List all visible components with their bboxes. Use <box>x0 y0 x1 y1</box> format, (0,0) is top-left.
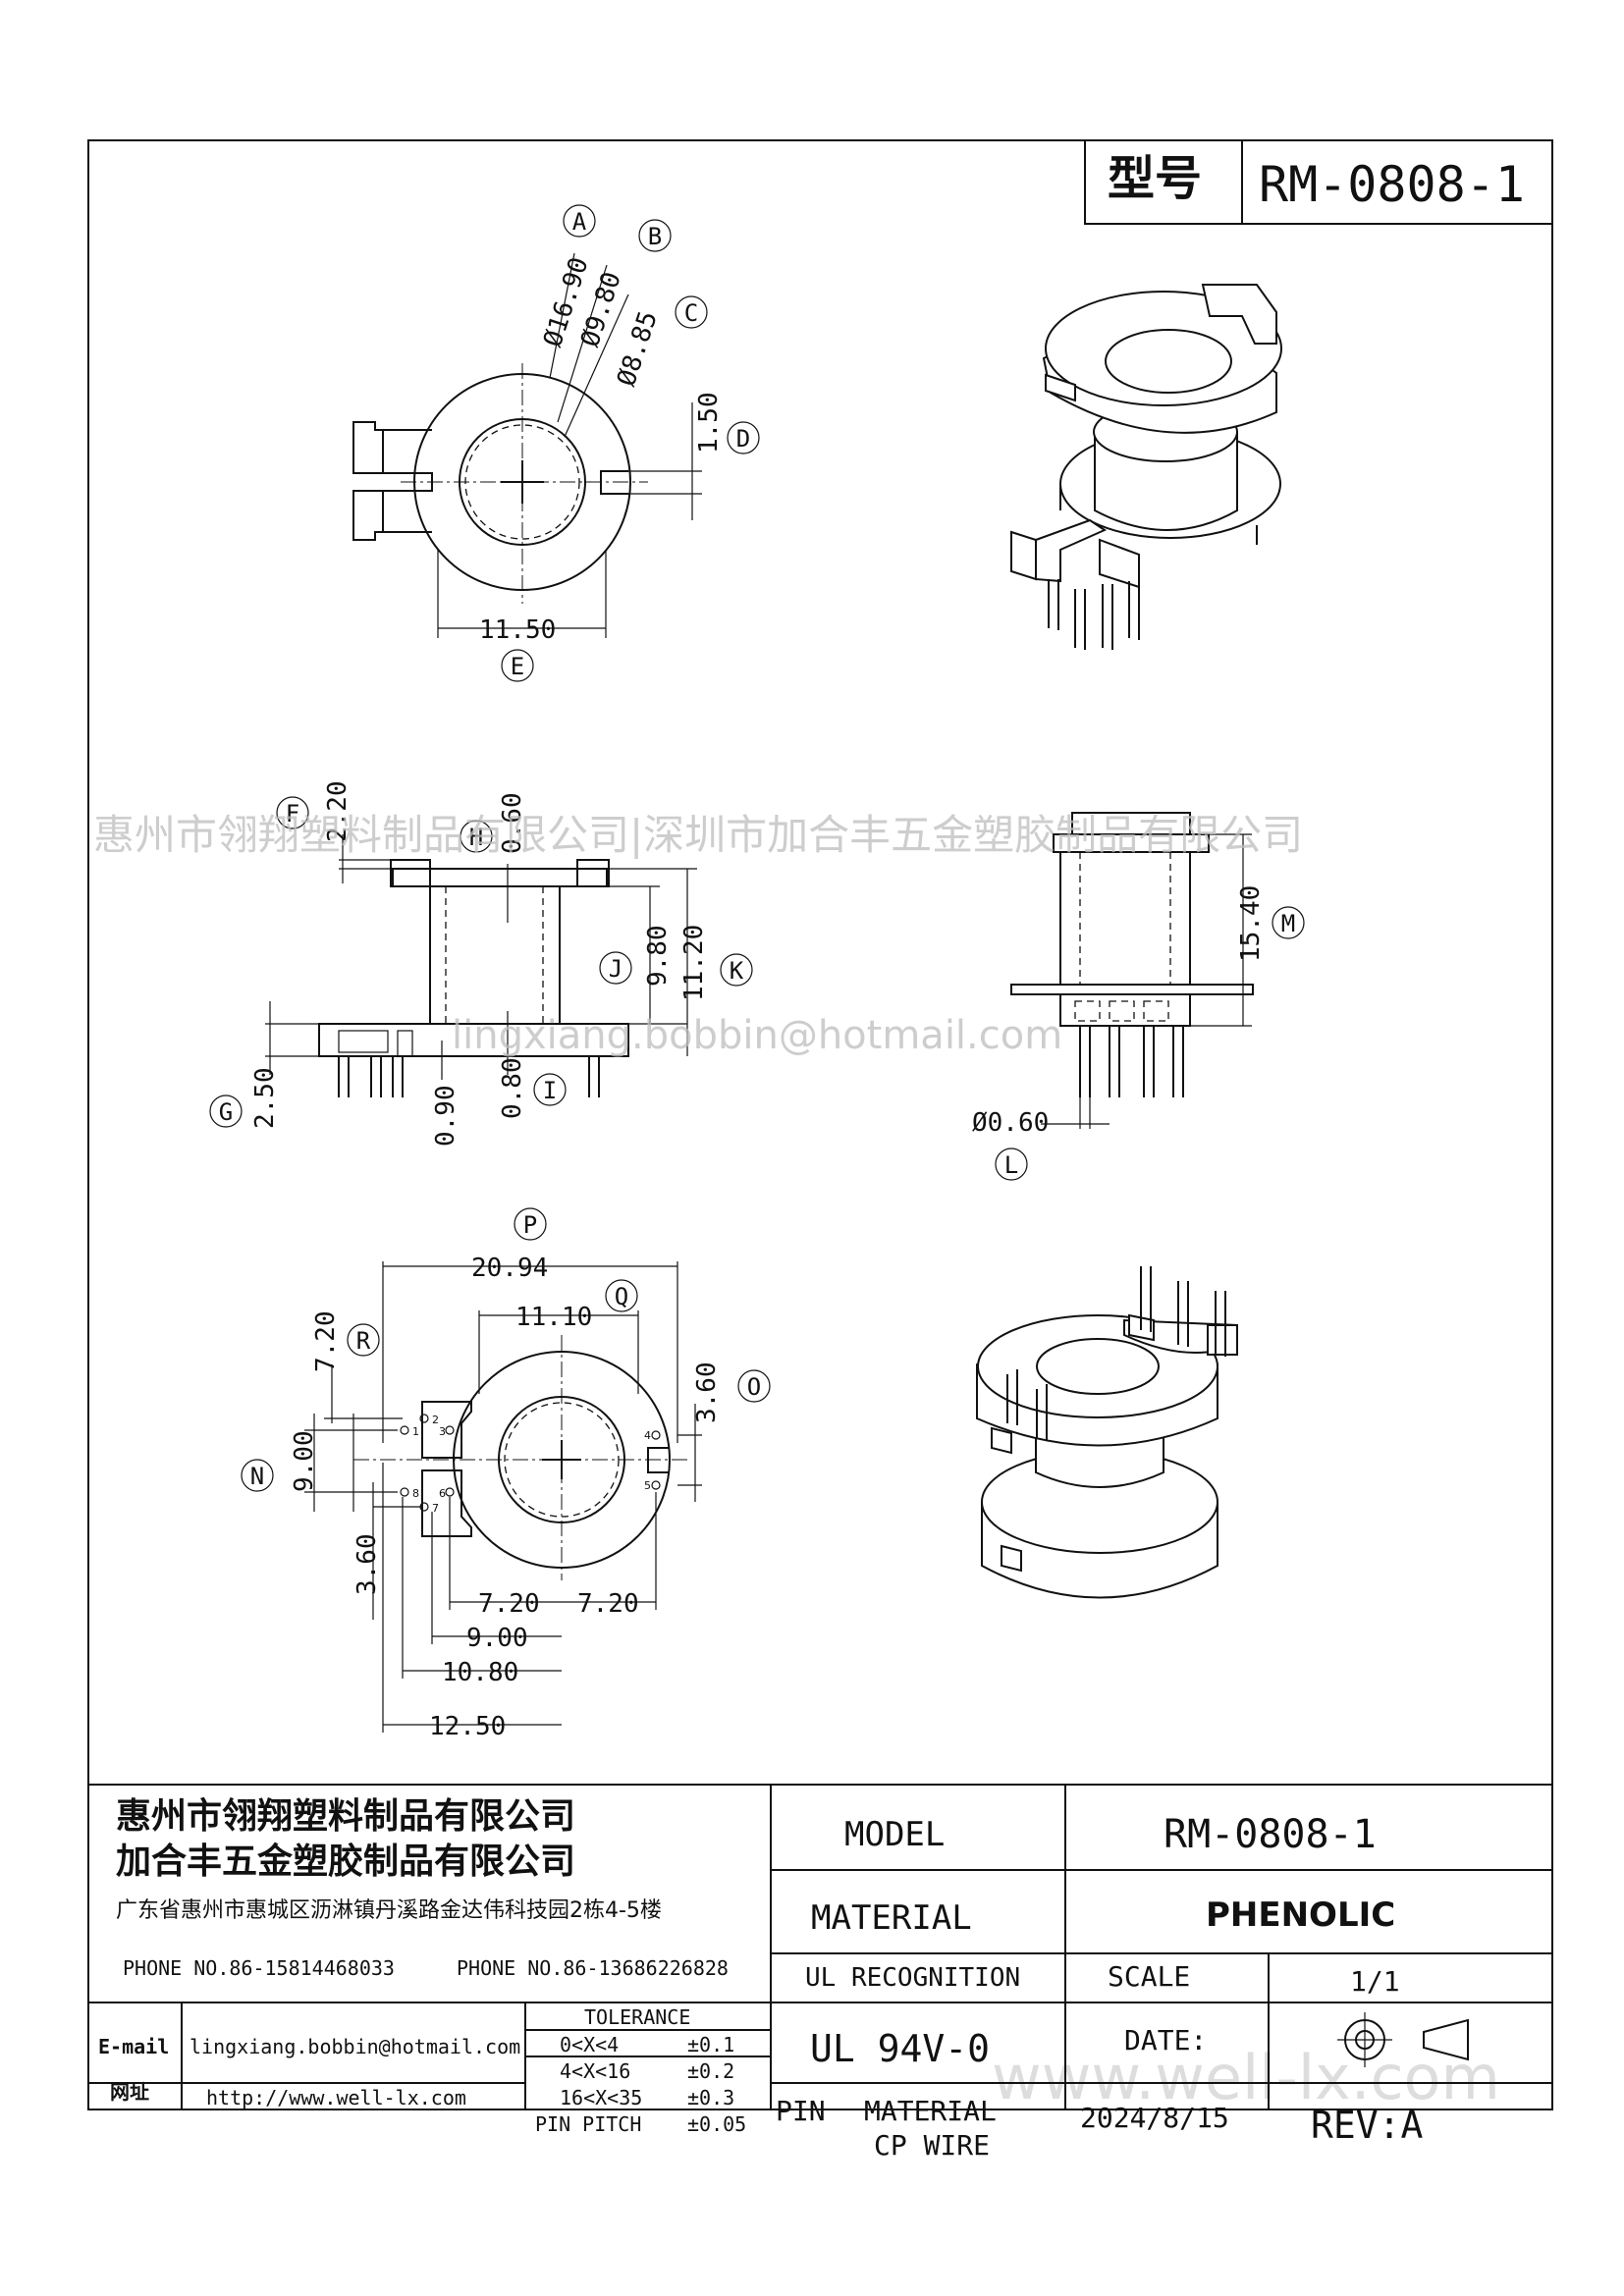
dim-m: 15.40 <box>1236 885 1266 962</box>
dim-d: 1.50 <box>694 392 724 454</box>
pin-5: 5 <box>644 1479 651 1492</box>
date-label: DATE: <box>1124 2024 1207 2056</box>
label-e: E <box>511 653 524 680</box>
projection-symbol-icon <box>1337 2012 1469 2067</box>
pin-7: 7 <box>432 1502 439 1515</box>
tolerance-value-2: ±0.2 <box>687 2059 734 2083</box>
dim-k: 11.20 <box>679 925 709 1001</box>
pin-label: PIN <box>776 2095 826 2127</box>
dim-s1: 7.20 <box>478 1589 540 1619</box>
title-block: 惠州市翎翔塑料制品有限公司 加合丰五金塑胶制品有限公司 广东省惠州市惠城区沥淋镇… <box>88 1784 1552 2162</box>
watermark-web: www.well-lx.com <box>992 2042 1500 2113</box>
dim-r: 7.20 <box>311 1310 341 1372</box>
model-label-cn: 型号 <box>1108 151 1202 206</box>
dim-n: 9.00 <box>290 1430 319 1492</box>
model-value: RM-0808-1 <box>1164 1812 1377 1857</box>
tolerance-range-4: PIN PITCH <box>535 2112 641 2136</box>
label-d: D <box>736 425 750 453</box>
label-r: R <box>356 1327 371 1355</box>
pin-8: 8 <box>412 1487 419 1500</box>
ul-label: UL RECOGNITION <box>805 1963 1020 1993</box>
dim-g: 2.50 <box>250 1067 280 1129</box>
label-l: L <box>1004 1151 1018 1179</box>
dim-s3: 9.00 <box>466 1624 528 1653</box>
label-m: M <box>1281 910 1295 937</box>
iso-view-top <box>1010 284 1282 650</box>
label-p: P <box>523 1211 537 1239</box>
pin-1: 1 <box>412 1425 419 1438</box>
iso-view-bottom <box>976 1266 1238 1599</box>
model-header-value: RM-0808-1 <box>1259 156 1525 213</box>
company-name-2: 加合丰五金塑胶制品有限公司 <box>116 1841 575 1882</box>
label-k: K <box>730 957 744 985</box>
scale-label: SCALE <box>1108 1960 1190 1993</box>
pin-material-label: MATERIAL <box>864 2095 997 2127</box>
web-label: 网址 <box>110 2080 149 2104</box>
dim-c: Ø8.85 <box>612 307 664 390</box>
pin-material-value: CP WIRE <box>874 2129 990 2162</box>
front-view: 15.40 M Ø0.60 L <box>972 812 1305 1181</box>
dim-j: 9.80 <box>643 925 673 987</box>
pin-4: 4 <box>644 1429 651 1442</box>
tolerance-value-4: ±0.05 <box>687 2112 746 2136</box>
date-value: 2024/8/15 <box>1080 2102 1229 2134</box>
tolerance-label: TOLERANCE <box>584 2005 690 2029</box>
label-o: O <box>747 1373 761 1401</box>
web-value: http://www.well-lx.com <box>206 2086 466 2109</box>
dim-p: 20.94 <box>471 1254 548 1283</box>
label-a: A <box>572 208 587 236</box>
label-j: J <box>609 955 623 983</box>
scale-value: 1/1 <box>1350 1965 1400 1998</box>
dim-o: 3.60 <box>692 1362 722 1423</box>
pin-2: 2 <box>432 1414 439 1426</box>
side-view: 2.20 F 0.60 H 9.80 J 11.20 K 2.50 G 0.90… <box>209 780 753 1147</box>
model-label: MODEL <box>844 1815 945 1854</box>
revision: REV:A <box>1311 2104 1424 2147</box>
company-name-1: 惠州市翎翔塑料制品有限公司 <box>116 1796 575 1837</box>
label-n: N <box>250 1463 264 1490</box>
tolerance-value-1: ±0.1 <box>687 2033 734 2056</box>
dim-s4: 10.80 <box>442 1658 518 1687</box>
phone-1: PHONE NO.86-15814468033 <box>123 1956 395 1980</box>
dim-s2: 7.20 <box>577 1589 639 1619</box>
phone-2: PHONE NO.86-13686226828 <box>457 1956 729 1980</box>
label-f: F <box>286 800 299 828</box>
dim-h: 0.60 <box>498 792 527 854</box>
label-b: B <box>648 223 662 250</box>
dim-l: Ø0.60 <box>972 1108 1049 1138</box>
tolerance-range-1: 0<X<4 <box>560 2033 619 2056</box>
email-label: E-mail <box>98 2035 169 2058</box>
dim-q: 11.10 <box>515 1303 592 1332</box>
label-q: Q <box>615 1283 628 1310</box>
company-address: 广东省惠州市惠城区沥淋镇丹溪路金达伟科技园2栋4-5楼 <box>116 1898 662 1923</box>
label-i: I <box>543 1077 557 1104</box>
email-value: lingxiang.bobbin@hotmail.com <box>189 2035 520 2058</box>
tolerance-value-3: ±0.3 <box>687 2086 734 2109</box>
top-view: Ø16.90 Ø9.80 Ø8.85 A B C 1.50 D 11.50 E <box>352 204 760 682</box>
dim-n2: 3.60 <box>352 1533 382 1595</box>
dim-g2: 0.90 <box>431 1085 460 1147</box>
tolerance-range-3: 16<X<35 <box>560 2086 642 2109</box>
material-label: MATERIAL <box>811 1898 972 1938</box>
label-c: C <box>684 299 698 327</box>
pin-3: 3 <box>439 1425 446 1438</box>
watermark-email: lingxiang.bobbin@hotmail.com <box>452 1013 1062 1058</box>
material-value: PHENOLIC <box>1206 1896 1395 1935</box>
ul-value: UL 94V-0 <box>810 2027 990 2070</box>
model-header: 型号 RM-0808-1 <box>1084 139 1553 225</box>
dim-i: 0.80 <box>498 1057 527 1119</box>
tolerance-range-2: 4<X<16 <box>560 2059 630 2083</box>
label-g: G <box>219 1098 233 1126</box>
watermark-company: 惠州市翎翔塑料制品有限公司|深圳市加合丰五金塑胶制品有限公司 <box>93 811 1303 859</box>
pin-6: 6 <box>439 1487 446 1500</box>
dim-s5: 12.50 <box>429 1712 506 1741</box>
label-h: H <box>469 824 483 851</box>
dim-f: 2.20 <box>323 780 352 842</box>
dim-e: 11.50 <box>479 615 556 645</box>
bottom-view: 1 2 3 4 5 6 7 8 20.94 P 11.10 Q 7.20 R 3… <box>241 1207 771 1741</box>
